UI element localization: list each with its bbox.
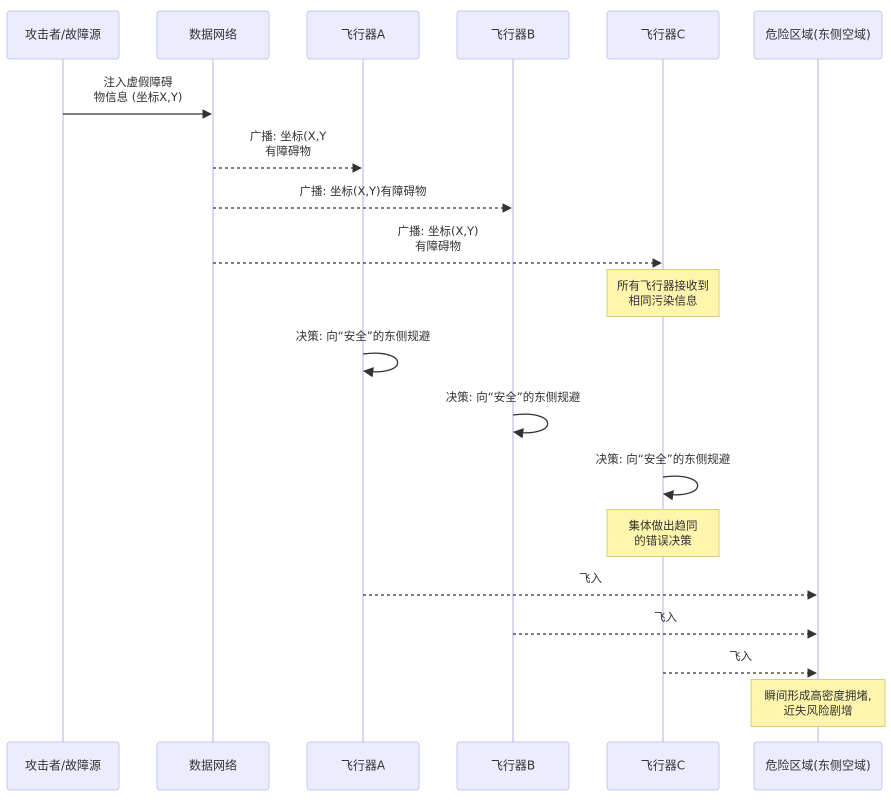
- message-label: 有障碍物: [265, 144, 311, 158]
- participant-box: [156, 10, 270, 60]
- participant-box: [306, 10, 420, 60]
- participant-label: 飞行器B: [491, 759, 535, 773]
- participant-network-bottom: 数据网络: [156, 741, 270, 791]
- note-text: 所有飞行器接收到: [617, 279, 709, 293]
- message-label: 有障碍物: [415, 239, 461, 253]
- message-label: 决策: 向“安全”的东侧规避: [596, 452, 731, 466]
- message-label: 广播: 坐标(X,Y)有障碍物: [299, 184, 426, 198]
- participant-C-top: 飞行器C: [606, 10, 720, 60]
- message-A-to-A: 决策: 向“安全”的东侧规避: [296, 329, 431, 378]
- participant-box: [753, 741, 883, 791]
- note-text: 瞬间形成高密度拥堵,: [764, 689, 871, 703]
- self-loop-arrow: [512, 413, 549, 439]
- message-network-to-C: 广播: 坐标(X,Y)有障碍物: [213, 224, 662, 268]
- participant-box: [306, 741, 420, 791]
- participant-label: 飞行器C: [641, 759, 685, 773]
- message-B-to-danger: 飞入: [513, 610, 817, 639]
- participant-box: [6, 741, 120, 791]
- note-text: 相同污染信息: [629, 294, 698, 308]
- participant-label: 攻击者/故障源: [25, 758, 101, 773]
- message-label: 飞入: [729, 649, 752, 663]
- participant-B-top: 飞行器B: [456, 10, 570, 60]
- participant-box: [156, 741, 270, 791]
- message-label: 决策: 向“安全”的东侧规避: [446, 390, 581, 404]
- participant-attacker-top: 攻击者/故障源: [6, 10, 120, 60]
- participant-label: 攻击者/故障源: [25, 27, 101, 42]
- participant-attacker-bottom: 攻击者/故障源: [6, 741, 120, 791]
- participant-label: 飞行器A: [341, 28, 386, 42]
- self-loop-arrow: [662, 475, 699, 501]
- participant-label: 飞行器C: [641, 28, 685, 42]
- note-text: 集体做出趋同: [629, 519, 698, 533]
- participant-network-top: 数据网络: [156, 10, 270, 60]
- participant-label: 飞行器B: [491, 28, 535, 42]
- note-text: 近失风险剧增: [784, 704, 853, 718]
- message-label: 广播: 坐标(X,Y: [250, 129, 328, 143]
- note-box: [606, 269, 720, 317]
- message-A-to-danger: 飞入: [363, 571, 817, 600]
- participant-label: 数据网络: [189, 758, 237, 773]
- self-loop-arrow: [362, 352, 399, 378]
- participant-label: 飞行器A: [341, 759, 386, 773]
- message-B-to-B: 决策: 向“安全”的东侧规避: [446, 390, 581, 439]
- participant-B-bottom: 飞行器B: [456, 741, 570, 791]
- participant-label: 危险区域(东侧空域): [765, 27, 870, 42]
- participant-A-top: 飞行器A: [306, 10, 420, 60]
- participant-C-bottom: 飞行器C: [606, 741, 720, 791]
- note-text: 的错误决策: [634, 534, 692, 548]
- message-label: 物信息 (坐标X,Y): [94, 90, 183, 104]
- participant-box: [456, 741, 570, 791]
- participant-label: 数据网络: [189, 27, 237, 42]
- participant-box: [456, 10, 570, 60]
- participant-danger-top: 危险区域(东侧空域): [753, 10, 883, 60]
- message-C-to-C: 决策: 向“安全”的东侧规避: [596, 452, 731, 501]
- note-box: [750, 679, 886, 727]
- participant-box: [606, 10, 720, 60]
- message-label: 注入虚假障碍: [104, 75, 173, 89]
- participant-danger-bottom: 危险区域(东侧空域): [753, 741, 883, 791]
- message-label: 广播: 坐标(X,Y): [397, 224, 478, 238]
- participant-box: [606, 741, 720, 791]
- participant-label: 危险区域(东侧空域): [765, 758, 870, 773]
- participant-A-bottom: 飞行器A: [306, 741, 420, 791]
- message-network-to-B: 广播: 坐标(X,Y)有障碍物: [213, 184, 512, 213]
- message-C-to-danger: 飞入: [663, 649, 817, 678]
- note: 瞬间形成高密度拥堵,近失风险剧增: [750, 679, 886, 727]
- message-label: 飞入: [579, 571, 602, 585]
- note-box: [606, 509, 720, 557]
- message-label: 决策: 向“安全”的东侧规避: [296, 329, 431, 343]
- participant-box: [753, 10, 883, 60]
- participant-box: [6, 10, 120, 60]
- message-label: 飞入: [654, 610, 677, 624]
